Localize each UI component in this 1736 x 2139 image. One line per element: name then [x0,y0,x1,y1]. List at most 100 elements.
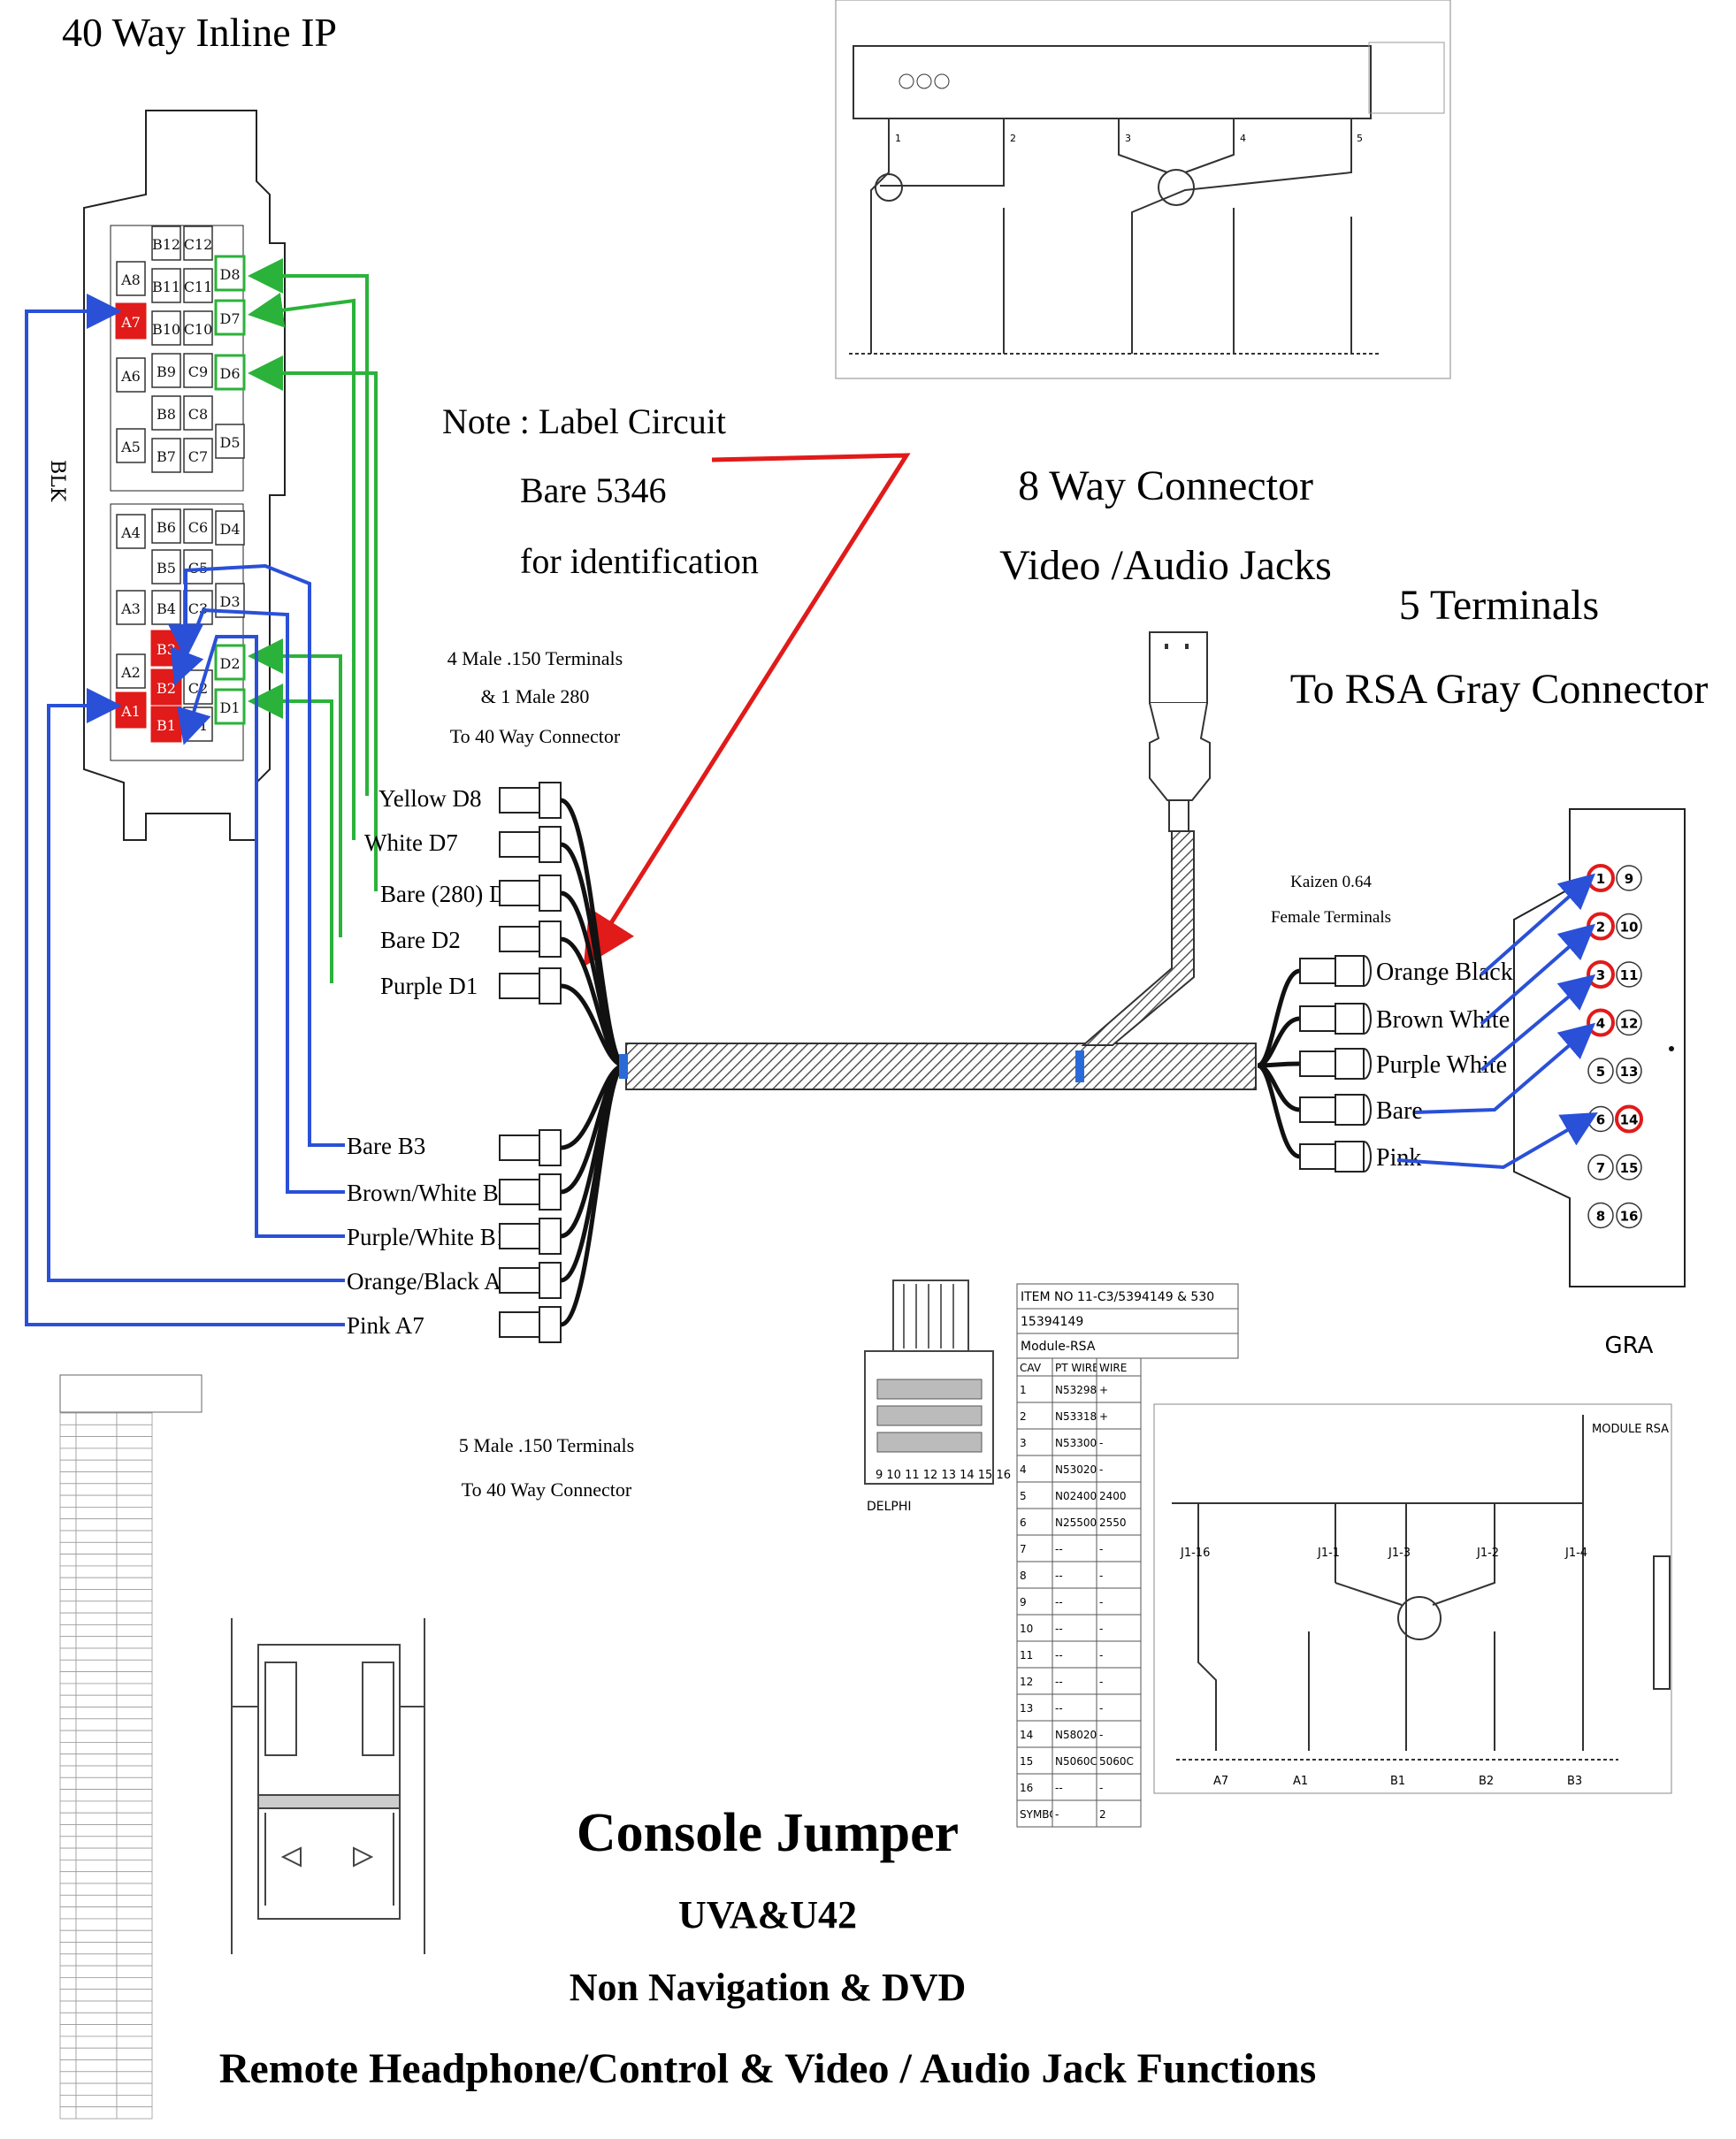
left-table-cell [75,1929,118,1943]
cavity-cell-text: N25500 [1055,1516,1097,1529]
left-table-cell [116,1906,153,1920]
cavity-cell-text: 16 [1020,1782,1033,1794]
cavity-cell-text: - [1099,1702,1103,1715]
cavity-header-cell [1016,1308,1239,1334]
cavity-cell-text: + [1099,1410,1108,1423]
cavity-header-text: Module-RSA [1021,1340,1096,1354]
cavity-cell-text: 2 [1020,1410,1027,1423]
cavity-cell-text: -- [1055,1596,1063,1608]
cavity-cell [1052,1428,1097,1456]
blk-label: BLK [46,460,68,502]
pin-D5 [215,424,245,459]
left-terminal-head [539,1129,562,1166]
right-terminal-head [1335,1003,1365,1035]
top-schematic-jack: 3 [1125,133,1131,144]
right-fanout-wire [1257,1061,1301,1068]
left-table-cell [75,1424,118,1438]
left-terminal-body [499,1267,540,1294]
left-table-cell [59,1448,77,1461]
pin-B9 [151,353,181,388]
left-table-cell [59,1518,77,1532]
left-table-cell [59,1776,77,1791]
left-table-cell [75,2059,118,2073]
left-table-cell [59,1436,77,1449]
top-schematic-jack: 1 [895,133,901,144]
left-table-cell [75,1412,118,1425]
terminal-note-2: Female Terminals [1271,908,1391,927]
cavity-col-text: PT WIRE [1055,1362,1099,1374]
left-table-cell [75,1965,118,1978]
pin-C8 [183,395,213,431]
pin-A5 [116,428,146,463]
left-table-cell [59,1942,77,1955]
cavity-cell-text: - [1099,1729,1103,1741]
pin-label-A2: A2 [120,664,141,681]
left-table-cell [116,1953,153,1967]
left-table-cell [116,2082,153,2096]
left-table-cell [59,2047,77,2060]
delphi-numbers: 9 10 11 12 13 14 15 16 [876,1469,1011,1482]
rsa-pin-14 [1615,1104,1643,1134]
left-table-cell [116,1812,153,1825]
pin-D8 [214,255,246,292]
gray-label: GRA [1605,1333,1654,1359]
left-table-cell [59,1847,77,1860]
cavity-cell [1052,1799,1097,1828]
left-table-cell [116,1459,153,1472]
pin-B1 [150,706,182,743]
left-terminal-body [499,1179,540,1205]
left-table-cell [59,1624,77,1638]
cavity-cell [1052,1773,1097,1801]
left-table-cell [116,1494,153,1508]
rsa-pin-8 [1587,1202,1614,1229]
cavity-cell-text: - [1099,1543,1103,1555]
left-terminal-head [539,1262,562,1299]
note-line-1: Note : Label Circuit [442,401,726,441]
left-table-cell [75,1942,118,1955]
left-table-cell [75,1436,118,1449]
left-table-cell [59,1507,77,1520]
left-table-cell [116,1765,153,1778]
rsa-pin-label-15: 15 [1620,1160,1639,1176]
terminal-note-1: Kaizen 0.64 [1290,873,1372,891]
pin-B8 [151,395,181,431]
cavity-cell [1016,1402,1053,1430]
left-table-cell [75,1518,118,1532]
left-terminal-head [539,1173,562,1211]
pin-label-C10: C10 [184,321,213,338]
cavity-cell [1016,1481,1053,1509]
cavity-cell-text: - [1099,1782,1103,1794]
left-table-cell [116,2094,153,2108]
left-table-cell [59,1530,77,1543]
cavity-cell-text: 5060C [1099,1755,1134,1768]
cavity-cell-text: N5060C [1055,1755,1097,1768]
left-table-cell [59,2071,77,2084]
cavity-cell-text: + [1099,1384,1108,1396]
blue-wires [25,294,345,1326]
cavity-cell [1052,1508,1097,1536]
left-table-cell [116,1753,153,1767]
cavity-cell [1096,1799,1142,1828]
left-terminal-head [539,1306,562,1343]
cavity-cell [1052,1534,1097,1562]
pin-label-D5: D5 [219,434,240,451]
left-terminal-head [539,826,562,863]
top-schematic-jack: 2 [1010,133,1016,144]
left-table-cell [59,1647,77,1661]
left-table-cell [75,2106,118,2120]
pin-C12 [183,225,213,261]
bottom-schematic-jack: J1-4 [1564,1547,1587,1560]
bottom-schematic-pin: B2 [1479,1775,1494,1788]
cavity-cell-text: - [1099,1463,1103,1476]
left-table-cell [59,1730,77,1743]
left-table-cell [116,1847,153,1860]
pin-label-D4: D4 [219,521,240,538]
left-terminals [499,782,626,1343]
pin-label-B10: B10 [152,321,180,338]
pin-label-B5: B5 [157,560,176,577]
left-table-cell [75,1483,118,1496]
left-table-cell [116,1789,153,1802]
cavity-cell [1096,1561,1142,1589]
left-table-cell [59,1894,77,1908]
pin-label-D7: D7 [219,310,240,327]
